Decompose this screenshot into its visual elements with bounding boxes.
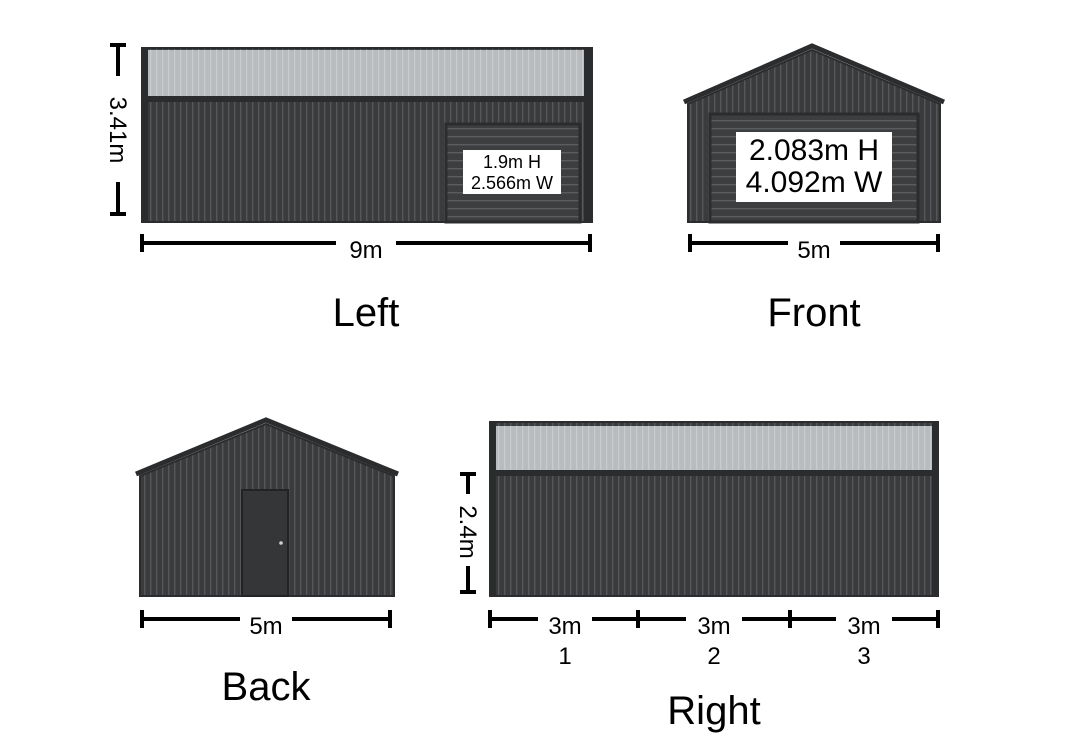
right-view-title: Right — [667, 689, 760, 733]
right-bay-number: 3 — [857, 643, 870, 670]
left-length-label: 9m — [349, 237, 382, 264]
left-height-label: 3.41m — [104, 97, 131, 164]
left-skylight — [148, 50, 586, 96]
right-bay-dimensions — [488, 610, 940, 628]
left-gutter — [142, 96, 592, 102]
back-door-handle — [279, 541, 283, 545]
right-height-label: 2.4m — [454, 505, 481, 558]
right-end-post — [932, 422, 938, 596]
front-door-height-label: 2.083m H — [749, 134, 879, 167]
front-door-width-label: 4.092m W — [746, 166, 883, 199]
right-bay-number: 2 — [707, 643, 720, 670]
left-door-height-label: 1.9m H — [483, 152, 541, 172]
front-roof-trim — [682, 43, 945, 105]
right-elevation: 2.4m 3m 3m 3m 1 2 3 Right — [454, 421, 940, 733]
back-width-dimension — [140, 610, 392, 628]
back-width-label: 5m — [249, 613, 282, 640]
left-door-label-box — [463, 150, 561, 194]
back-view-title: Back — [222, 665, 312, 709]
right-height-dimension — [460, 472, 476, 594]
front-width-dimension — [688, 234, 940, 252]
left-view-title: Left — [333, 291, 400, 335]
right-bay-length-label: 3m — [847, 613, 880, 640]
front-elevation: 2.083m H 4.092m W 5m Front — [682, 43, 945, 335]
back-roof-trim — [135, 417, 399, 477]
left-height-dimension — [110, 43, 126, 216]
right-bay-number: 1 — [558, 643, 571, 670]
left-end-post — [142, 48, 148, 222]
right-bay-length-label: 3m — [548, 613, 581, 640]
back-elevation: 5m Back — [135, 417, 399, 709]
right-bay-length-label: 3m — [697, 613, 730, 640]
front-door-label-box — [736, 132, 892, 202]
right-skylight — [496, 426, 932, 470]
right-end-post — [490, 422, 496, 596]
left-elevation: 1.9m H 2.566m W 3.41m 9m Left — [104, 43, 593, 335]
left-door-width-label: 2.566m W — [471, 173, 553, 193]
right-gutter — [490, 470, 938, 476]
front-width-label: 5m — [797, 237, 830, 264]
front-view-title: Front — [767, 291, 860, 335]
left-end-post — [584, 48, 592, 222]
left-length-dimension — [140, 234, 592, 252]
